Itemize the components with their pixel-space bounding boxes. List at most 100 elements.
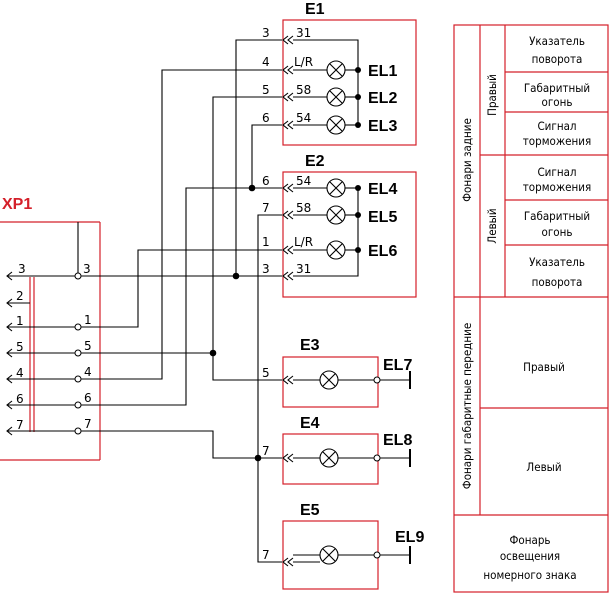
cell-text: Указатель: [529, 255, 585, 269]
junction-dot: [209, 349, 217, 357]
pin-number: 4: [16, 366, 24, 380]
socket-icon: [282, 375, 294, 385]
group-front-label: Фонари габаритные передние: [460, 323, 474, 489]
socket-icon: [282, 92, 294, 102]
connector-pin-row: 6 6: [6, 391, 92, 410]
connector-pin-row: 2: [6, 289, 30, 308]
signal-label: 54: [296, 174, 311, 188]
cell-text: торможения: [523, 134, 591, 148]
junction-dot: [355, 67, 361, 73]
cell-text: Габаритный: [524, 81, 590, 95]
pin-number: 4: [84, 365, 92, 379]
block-e5: E5 7 EL9: [262, 502, 424, 590]
connector-pin-row: 3 3: [6, 262, 91, 281]
lamp-icon: [319, 370, 339, 390]
terminal-icon: [74, 349, 82, 357]
pin-number: 2: [16, 289, 24, 303]
pin-number: 7: [84, 417, 92, 431]
pin-label: 7: [262, 444, 270, 458]
pin-label: 1: [262, 235, 270, 249]
signal-label: L/R: [294, 55, 313, 69]
side-left-label: Левый: [485, 208, 499, 243]
socket-icon: [282, 271, 294, 281]
block-e4: E4 7 EL8: [262, 415, 412, 485]
block-e3: E3 5 EL7: [262, 337, 412, 408]
terminal-icon: [74, 375, 82, 383]
pin-number: 5: [16, 340, 24, 354]
lamp-icon: [319, 545, 339, 565]
lamp-label: EL6: [368, 243, 397, 260]
connector-pin-row: 1 1: [6, 313, 92, 332]
pin-label: 7: [262, 201, 270, 215]
socket-icon: [282, 453, 294, 463]
lamp-icon: [326, 205, 346, 225]
lamp-icon: [326, 240, 346, 260]
connector-label: XP1: [2, 196, 32, 213]
socket-icon: [282, 183, 294, 193]
lamp-label: EL5: [368, 209, 397, 226]
signal-label: 58: [296, 201, 311, 215]
cell-text: Габаритный: [524, 209, 590, 223]
pin-label: 5: [262, 83, 270, 97]
pin-number: 6: [16, 392, 24, 406]
pin-number: 7: [16, 418, 24, 432]
terminal-icon: [74, 272, 82, 280]
cell-text: освещения: [500, 549, 560, 563]
socket-icon: [282, 65, 294, 75]
table-frame: [453, 24, 609, 593]
cell-text: поворота: [532, 52, 583, 66]
pin-label: 6: [262, 174, 270, 188]
wiring: [81, 39, 282, 563]
connector-pin-row: 7 7: [6, 417, 92, 436]
pin-label: 5: [262, 366, 270, 380]
pin-label: 6: [262, 111, 270, 125]
block-label: E5: [300, 502, 320, 519]
lamp-icon: [326, 60, 346, 80]
pin-number: 1: [16, 314, 24, 328]
cell-text: Указатель: [529, 34, 585, 48]
lamp-icon: [326, 87, 346, 107]
cell-text: номерного знака: [483, 568, 576, 582]
socket-icon: [282, 557, 294, 567]
signal-label: 31: [296, 26, 311, 40]
cell-text: огонь: [542, 225, 573, 239]
cell-text: поворота: [532, 275, 583, 289]
block-e2: E2 6 54 7 58 1 L/R 3 31 EL4 EL5: [262, 153, 417, 298]
pin-label: 3: [262, 26, 270, 40]
junction-dot: [355, 94, 361, 100]
lamp-icon: [326, 178, 346, 198]
socket-icon: [282, 245, 294, 255]
connector-pin-row: 5 5: [6, 339, 92, 358]
pin-number: 1: [84, 313, 92, 327]
pin-number: 6: [84, 391, 92, 405]
lamp-label: EL9: [395, 529, 424, 546]
terminal-icon: [74, 323, 82, 331]
socket-icon: [282, 120, 294, 130]
signal-label: 54: [296, 111, 311, 125]
connector-xp1: XP1 3 3 2 1 1 5 5 4: [0, 196, 101, 461]
cell-text: Правый: [523, 360, 565, 374]
lamp-icon: [319, 448, 339, 468]
signal-label: L/R: [294, 235, 313, 249]
cell-text: огонь: [542, 95, 573, 109]
signal-label: 31: [296, 262, 311, 276]
lamp-label: EL3: [368, 118, 397, 135]
junction-dot: [355, 122, 361, 128]
signal-label: 58: [296, 83, 311, 97]
pin-label: 3: [262, 262, 270, 276]
terminal-icon: [373, 376, 381, 384]
socket-icon: [282, 35, 294, 45]
side-right-label: Правый: [485, 74, 499, 116]
socket-icon: [282, 210, 294, 220]
cell-text: Сигнал: [537, 165, 576, 179]
terminal-icon: [373, 454, 381, 462]
cell-text: Фонарь: [509, 533, 550, 547]
terminal-icon: [74, 427, 82, 435]
pin-number: 3: [83, 262, 91, 276]
junction-dot: [254, 454, 262, 462]
junction-dot: [232, 272, 240, 280]
terminal-icon: [74, 401, 82, 409]
terminal-icon: [373, 551, 381, 559]
pin-number: 5: [84, 339, 92, 353]
